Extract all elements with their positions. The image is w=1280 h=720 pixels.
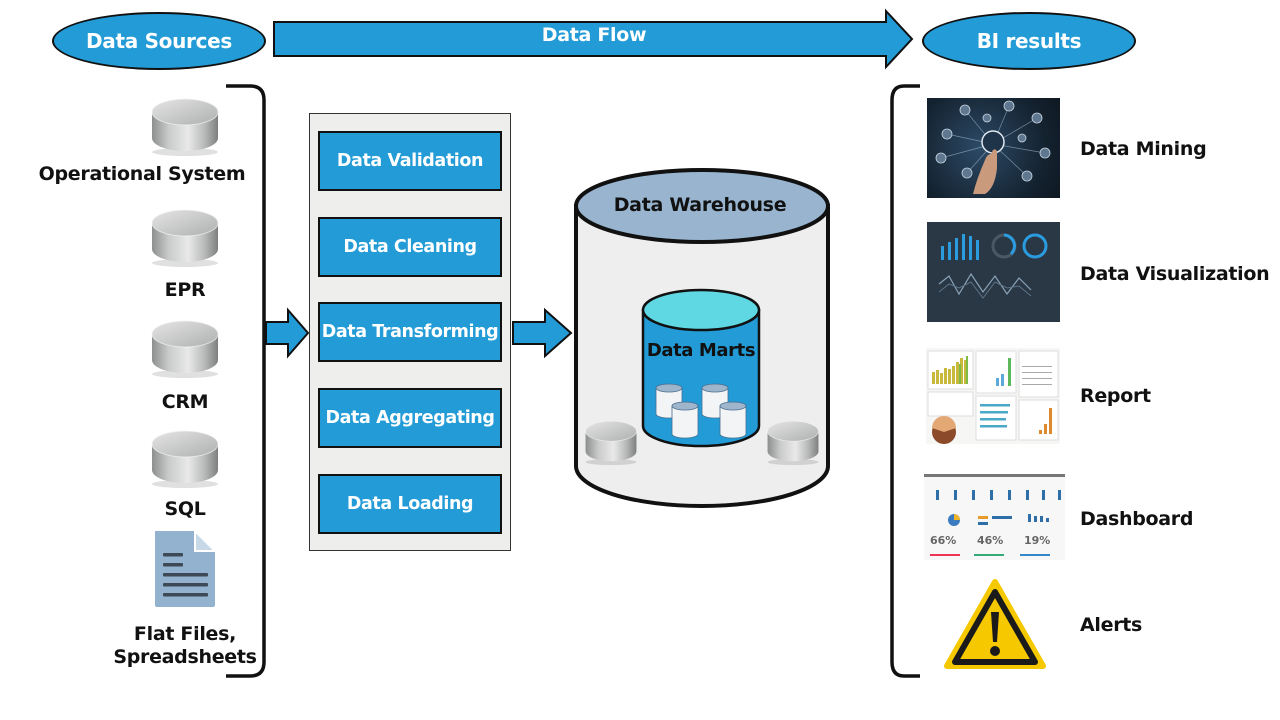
etl-step-label: Data Transforming bbox=[321, 322, 499, 342]
sources-bracket bbox=[226, 84, 266, 678]
mart-db-icon bbox=[719, 401, 747, 439]
etl-step-aggregating: Data Aggregating bbox=[318, 388, 502, 448]
result-label: Alerts bbox=[1080, 614, 1143, 636]
etl-step-cleaning: Data Cleaning bbox=[318, 217, 502, 277]
data-flow-label: Data Flow bbox=[541, 24, 647, 46]
dashboard-kpi: 66% bbox=[930, 534, 957, 547]
database-icon bbox=[150, 207, 220, 267]
source-label: Operational System bbox=[38, 163, 246, 185]
etl-step-label: Data Aggregating bbox=[325, 408, 495, 428]
source-label-line1: Flat Files, bbox=[133, 623, 237, 645]
etl-step-label: Data Loading bbox=[346, 494, 474, 514]
arrow-right-icon bbox=[512, 307, 573, 359]
source-label: EPR bbox=[164, 279, 206, 301]
results-bracket bbox=[890, 84, 920, 678]
source-label: CRM bbox=[161, 391, 209, 413]
source-label-line2: Spreadsheets bbox=[113, 646, 257, 668]
data-mining-image bbox=[927, 98, 1060, 198]
dashboard-image: 66% 46% 19% bbox=[924, 474, 1065, 560]
data-sources-header: Data Sources bbox=[52, 12, 266, 70]
result-label: Data Visualization bbox=[1080, 263, 1270, 285]
database-icon bbox=[584, 418, 638, 466]
etl-step-label: Data Validation bbox=[336, 151, 484, 171]
etl-step-validation: Data Validation bbox=[318, 131, 502, 191]
mart-db-icon bbox=[671, 401, 699, 439]
report-image bbox=[926, 348, 1060, 444]
etl-step-loading: Data Loading bbox=[318, 474, 502, 534]
database-icon bbox=[150, 96, 220, 156]
bi-results-header: BI results bbox=[922, 12, 1136, 70]
dashboard-kpi: 46% bbox=[977, 534, 1004, 547]
result-label: Data Mining bbox=[1080, 138, 1207, 160]
etl-step-transforming: Data Transforming bbox=[318, 302, 502, 362]
data-marts-label: Data Marts bbox=[646, 340, 756, 361]
data-warehouse-title: Data Warehouse bbox=[613, 194, 787, 216]
database-icon bbox=[766, 418, 820, 466]
database-icon bbox=[150, 428, 220, 488]
database-icon bbox=[150, 318, 220, 378]
document-icon bbox=[155, 529, 217, 607]
warning-icon bbox=[944, 579, 1046, 669]
data-sources-label: Data Sources bbox=[85, 29, 233, 53]
data-flow-arrow bbox=[273, 8, 914, 70]
result-label: Report bbox=[1080, 385, 1151, 407]
arrow-right-icon bbox=[265, 307, 310, 359]
result-label: Dashboard bbox=[1080, 508, 1194, 530]
data-visualization-image bbox=[927, 222, 1060, 322]
dashboard-kpi: 19% bbox=[1024, 534, 1051, 547]
etl-step-label: Data Cleaning bbox=[343, 237, 477, 257]
source-label: SQL bbox=[164, 498, 206, 520]
bi-results-label: BI results bbox=[976, 29, 1082, 53]
